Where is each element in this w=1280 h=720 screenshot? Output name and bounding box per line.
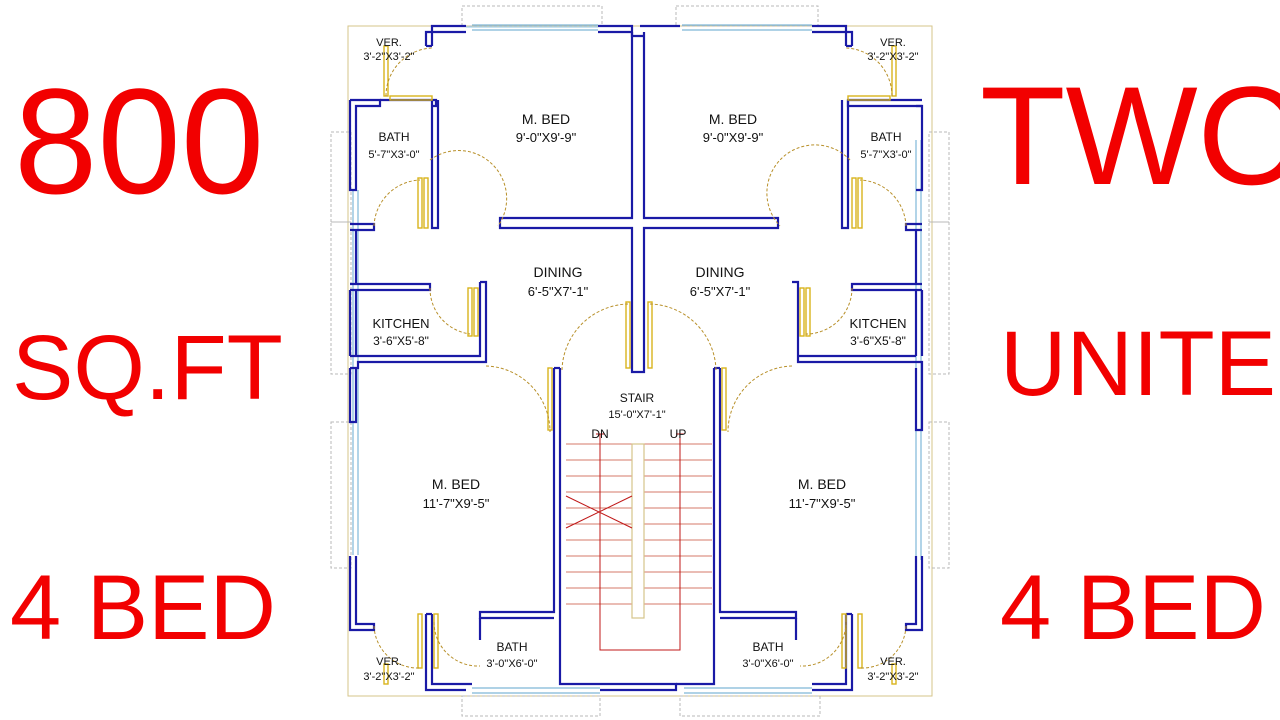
stair-dn-label: DN [591,427,608,441]
headline-bed-count-right: 4 BED [1000,557,1266,659]
dining-l-size: 6'-5"X7'-1" [528,284,589,299]
ver-br-size: 3'-2"X3'-2" [867,671,918,683]
dining-r-size: 6'-5"X7'-1" [690,284,751,299]
kitchen-r-size: 3'-6"X5'-8" [850,334,906,348]
bed-br-name: M. BED [798,476,846,492]
ver-tr-size: 3'-2"X3'-2" [867,51,918,63]
headline-bed-count-left: 4 BED [10,557,276,659]
ver-tl-name: VER. [376,37,402,49]
bed-tl-name: M. BED [522,111,570,127]
walls [348,24,924,692]
door-swings [373,47,907,669]
room-labels: VER. 3'-2"X3'-2" VER. 3'-2"X3'-2" M. BED… [363,37,918,683]
bath-br-name: BATH [752,640,783,654]
ver-br-name: VER. [880,656,906,668]
kitchen-l-name: KITCHEN [372,316,429,331]
bed-bl-name: M. BED [432,476,480,492]
bed-tl-size: 9'-0"X9'-9" [516,130,577,145]
stair-up-label: UP [670,427,687,441]
bed-tr-name: M. BED [709,111,757,127]
bath-bl-size: 3'-0"X6'-0" [486,658,537,670]
bath-br-size: 3'-0"X6'-0" [742,658,793,670]
bath-tl-size: 5'-7"X3'-0" [368,149,419,161]
ver-bl-name: VER. [376,656,402,668]
kitchen-l-size: 3'-6"X5'-8" [373,334,429,348]
ver-tr-name: VER. [880,37,906,49]
stair-arrows [565,433,684,651]
bath-tl-name: BATH [378,130,409,144]
bath-tr-name: BATH [870,130,901,144]
headline-two-text: TWO [980,57,1280,214]
ver-bl-size: 3'-2"X3'-2" [363,671,414,683]
dining-l-name: DINING [534,264,583,280]
door-leaves [383,45,897,685]
kitchen-r-name: KITCHEN [849,316,906,331]
stair-handrail [631,443,645,619]
headline-unit-text: SQ.FT [12,317,283,419]
ver-tl-size: 3'-2"X3'-2" [363,51,414,63]
stair-treads [566,443,712,605]
bath-bl-name: BATH [496,640,527,654]
bed-bl-size: 11'-7"X9'-5" [423,496,490,511]
headline-unite-text: UNITE [1000,313,1276,415]
bed-tr-size: 9'-0"X9'-9" [703,130,764,145]
stair-name: STAIR [620,391,655,405]
stair-size: 15'-0"X7'-1" [608,409,665,421]
bed-br-size: 11'-7"X9'-5" [789,496,856,511]
headline-area-text: 800 [14,57,265,225]
dining-r-name: DINING [696,264,745,280]
bath-tr-size: 5'-7"X3'-0" [860,149,911,161]
